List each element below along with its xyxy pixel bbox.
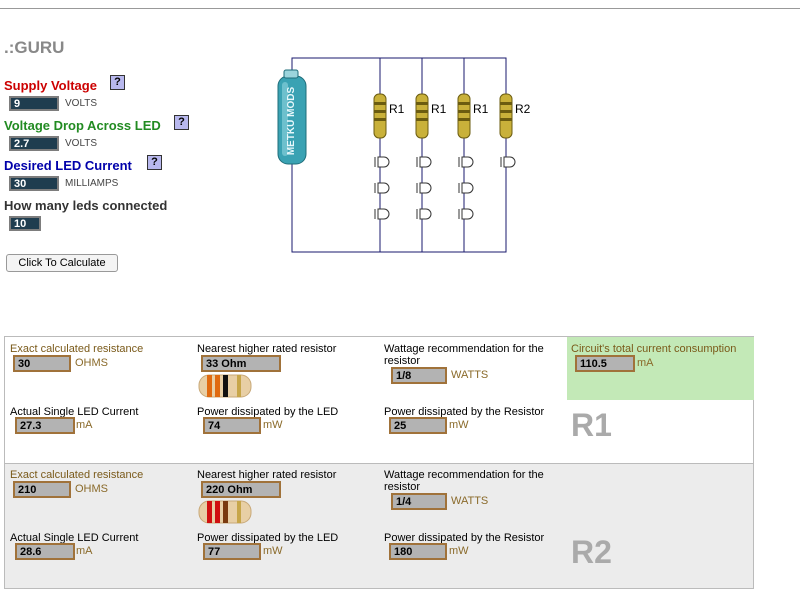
r1-led-power-field[interactable] [203, 417, 261, 434]
total-current-unit: mA [637, 357, 654, 369]
r2-wattage-unit: WATTS [451, 495, 489, 507]
battery-icon: METKU MODS [277, 69, 307, 165]
r1-led-power-unit: mW [263, 419, 283, 431]
r2-wattage-label: Wattage recommendation for the resistor [384, 469, 544, 493]
r2-led-power-field[interactable] [203, 543, 261, 560]
r2-resistor-power-field[interactable] [389, 543, 447, 560]
r2-tag: R2 [571, 534, 612, 570]
top-divider [0, 8, 800, 9]
r1-resistor-power-unit: mW [449, 419, 469, 431]
r1-exact-resistance-unit: OHMS [75, 357, 108, 369]
r2-exact-resistance-label: Exact calculated resistance [10, 469, 144, 481]
calculate-button[interactable]: Click To Calculate [6, 254, 118, 272]
r1-exact-resistance-label: Exact calculated resistance [10, 343, 144, 355]
r2-led-current-unit: mA [76, 545, 93, 557]
r2-exact-resistance-unit: OHMS [75, 483, 108, 495]
led-current-input[interactable] [9, 176, 59, 191]
r2-led-current-label: Actual Single LED Current [10, 532, 139, 544]
resistor-33-ohm-icon [198, 374, 252, 398]
r1-wattage-label: Wattage recommendation for the resistor [384, 343, 544, 367]
voltage-drop-help-icon[interactable]: ? [174, 115, 189, 130]
supply-voltage-help-icon[interactable]: ? [110, 75, 125, 90]
r2-resistor-power-unit: mW [449, 545, 469, 557]
leds-connected-input[interactable] [9, 216, 41, 231]
r1-exact-resistance-field[interactable] [13, 355, 71, 372]
supply-voltage-label: Supply Voltage [4, 78, 97, 93]
leds-connected-label: How many leds connected [4, 198, 168, 213]
r2-exact-resistance-field[interactable] [13, 481, 71, 498]
r2-resistor-power-label: Power dissipated by the Resistor [384, 532, 545, 544]
r1-resistor-power-label: Power dissipated by the Resistor [384, 406, 545, 418]
r1-led-current-unit: mA [76, 419, 93, 431]
r1-led-current-label: Actual Single LED Current [10, 406, 139, 418]
supply-voltage-unit: VOLTS [65, 98, 98, 109]
resistor-r1-a: R1 [373, 93, 405, 139]
r1-tag: R1 [571, 407, 612, 443]
r1-wattage-unit: WATTS [451, 369, 489, 381]
r1-nearest-resistor-label: Nearest higher rated resistor [197, 343, 337, 355]
resistor-label: R1 [473, 102, 489, 116]
voltage-drop-input[interactable] [9, 136, 59, 151]
r2-led-power-label: Power dissipated by the LED [197, 532, 339, 544]
r1-led-power-label: Power dissipated by the LED [197, 406, 339, 418]
results-panel-r1: Exact calculated resistance OHMS Nearest… [4, 336, 754, 464]
resistor-r1-b: R1 [415, 93, 447, 139]
circuit-diagram: METKU MODS R1 R1 R1 R2 [277, 57, 530, 253]
r2-wattage-field[interactable] [391, 493, 447, 510]
resistor-label: R1 [431, 102, 447, 116]
results-panel-r2: Exact calculated resistance OHMS Nearest… [4, 463, 754, 589]
resistor-label: R1 [389, 102, 405, 116]
r1-resistor-power-field[interactable] [389, 417, 447, 434]
voltage-drop-label: Voltage Drop Across LED [4, 118, 161, 133]
r2-nearest-resistor-field[interactable] [201, 481, 281, 498]
r1-led-current-field[interactable] [15, 417, 75, 434]
r1-nearest-resistor-field[interactable] [201, 355, 281, 372]
r2-led-current-field[interactable] [15, 543, 75, 560]
brand-title: .:GURU [4, 38, 65, 57]
led-icons [374, 156, 516, 220]
resistor-label: R2 [515, 102, 530, 116]
total-current-field[interactable] [575, 355, 635, 372]
r1-wattage-field[interactable] [391, 367, 447, 384]
r2-nearest-resistor-label: Nearest higher rated resistor [197, 469, 337, 481]
r2-led-power-unit: mW [263, 545, 283, 557]
resistor-220-ohm-icon [198, 500, 252, 524]
led-current-label: Desired LED Current [4, 158, 132, 173]
total-current-label: Circuit's total current consumption [571, 343, 737, 355]
voltage-drop-unit: VOLTS [65, 138, 98, 149]
resistor-r1-c: R1 [457, 93, 489, 139]
led-current-unit: MILLIAMPS [65, 178, 119, 189]
battery-label: METKU MODS [286, 87, 297, 156]
led-current-help-icon[interactable]: ? [147, 155, 162, 170]
supply-voltage-input[interactable] [9, 96, 59, 111]
resistor-r2: R2 [499, 93, 530, 139]
